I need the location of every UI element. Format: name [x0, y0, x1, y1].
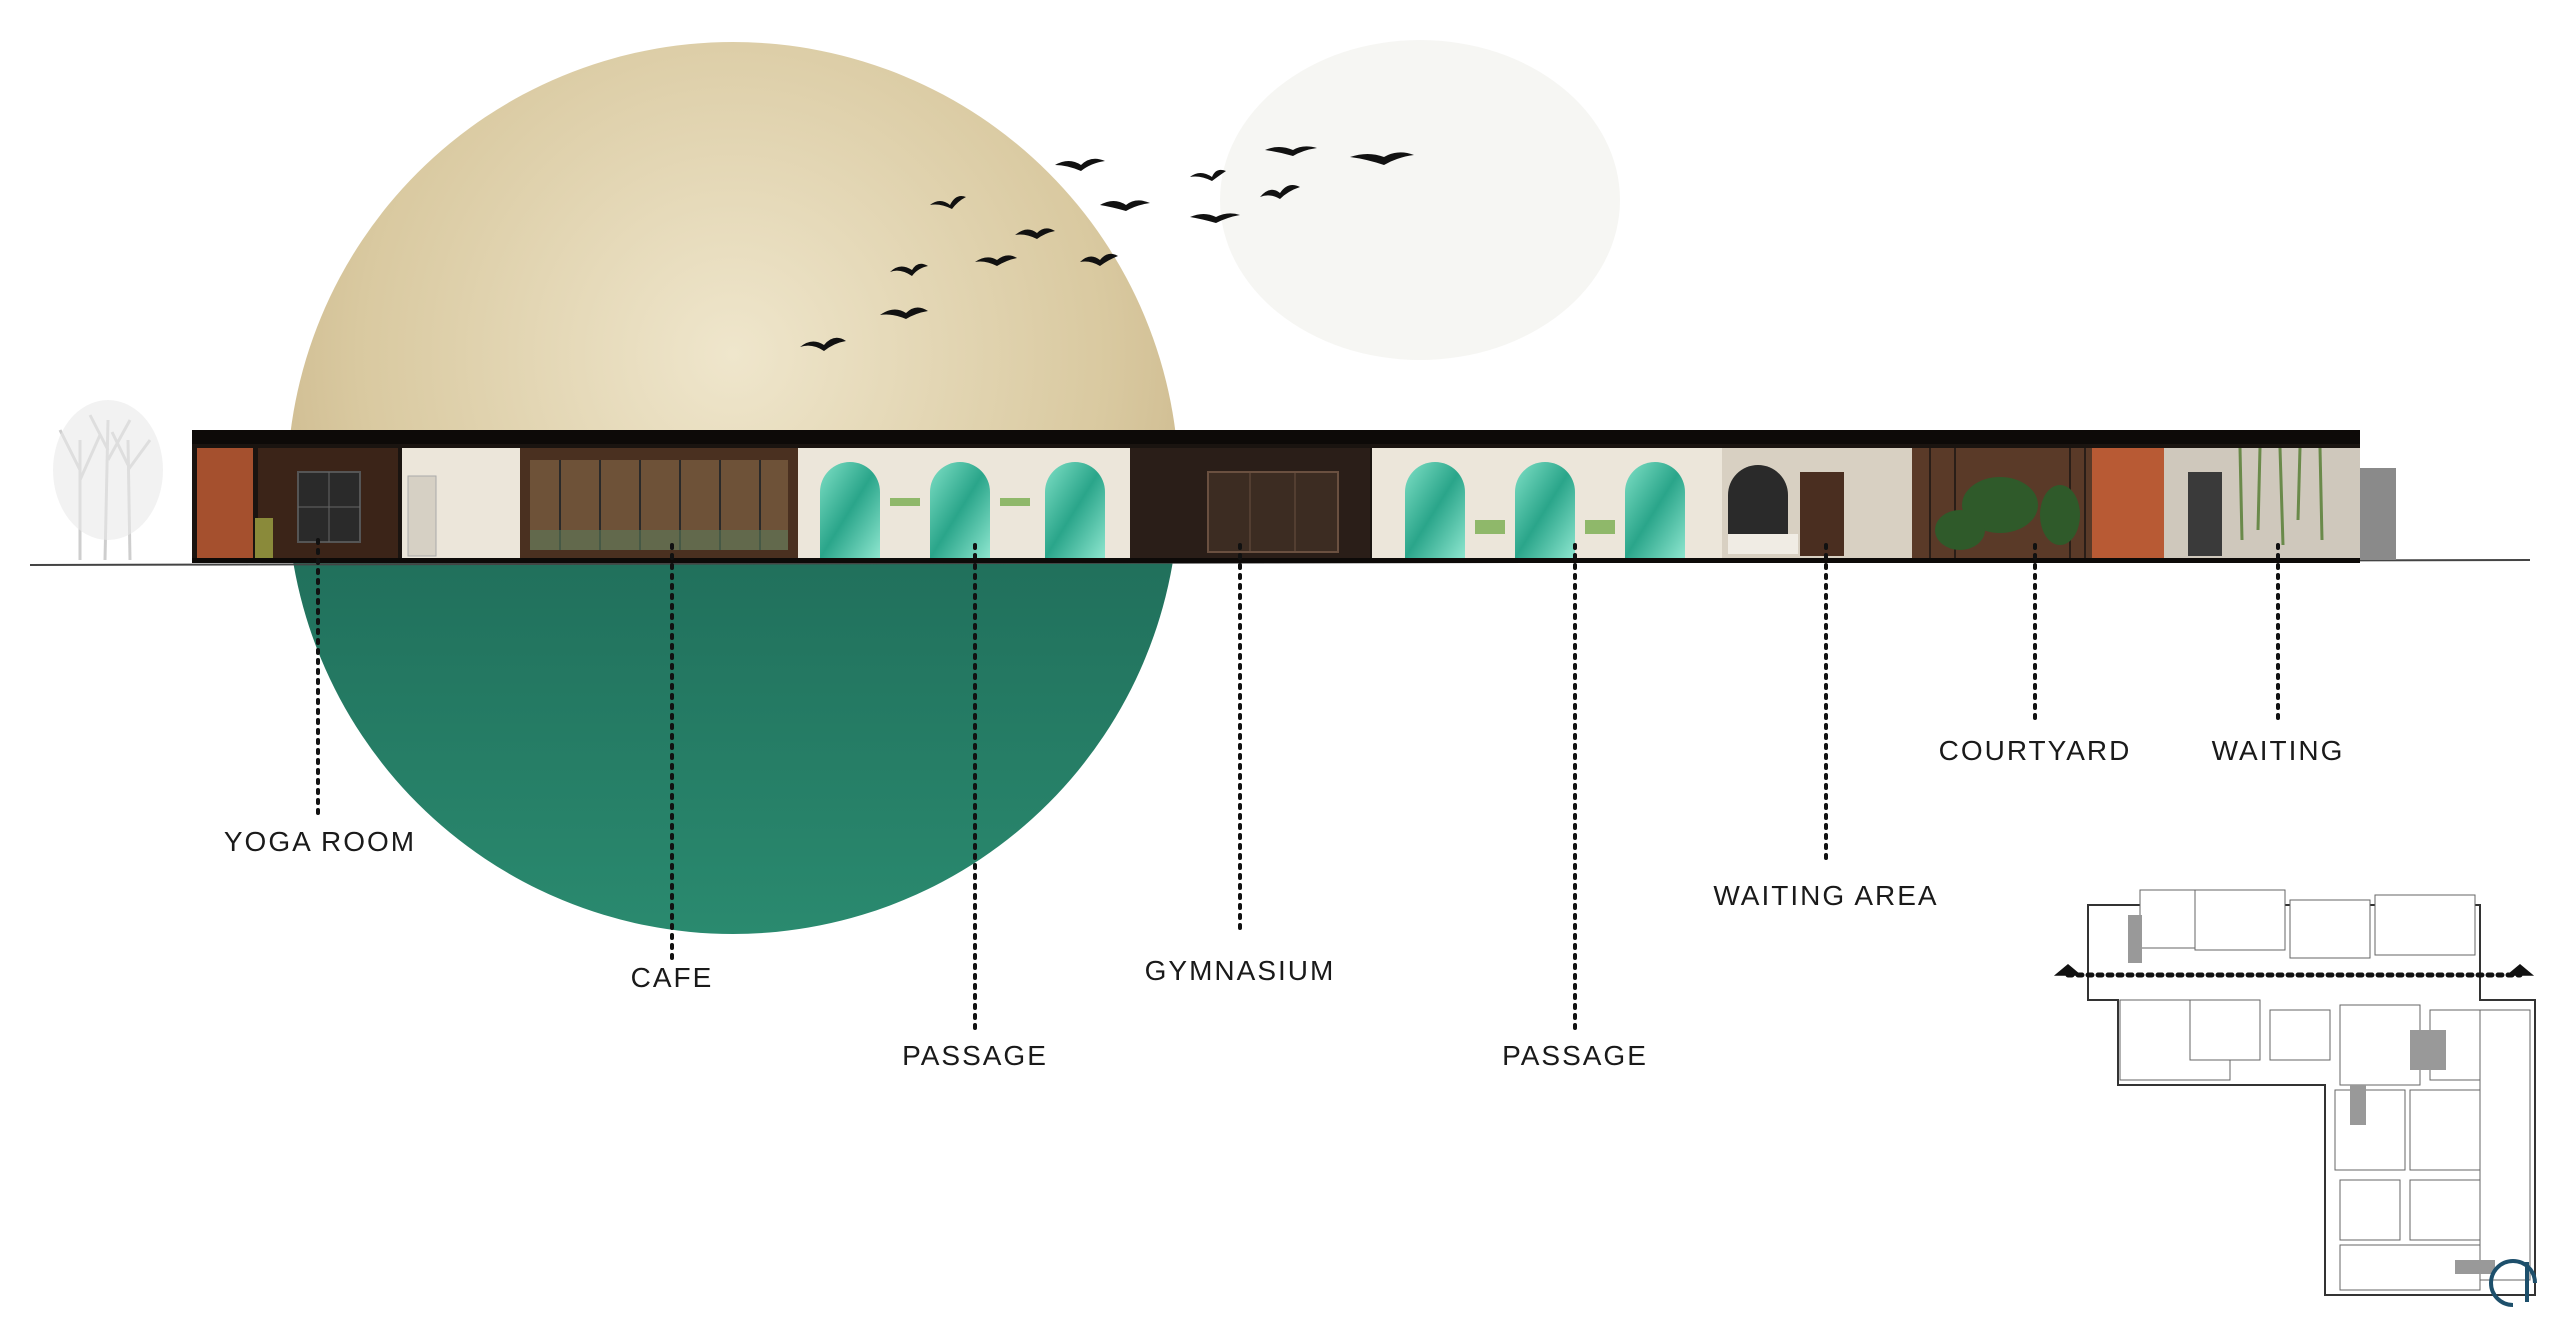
section-cut-arrow-icon [2053, 964, 2083, 976]
bird-icon [1190, 169, 1226, 181]
key-plan [2053, 889, 2536, 1296]
bird-icon [1080, 253, 1118, 266]
bird-icon [1100, 200, 1150, 211]
bird-icon [800, 337, 846, 351]
label-passage-1: PASSAGE [902, 1040, 1048, 1071]
bird-icon [1015, 228, 1055, 239]
tree-icon [53, 400, 163, 561]
north-arrow-icon [2489, 1259, 2537, 1307]
label-gymnasium: GYMNASIUM [1144, 955, 1336, 986]
label-waiting-area: WAITING AREA [1713, 880, 1939, 911]
label-yoga-room: YOGA ROOM [223, 826, 417, 857]
bird-icon [890, 263, 928, 276]
label-courtyard: COURTYARD [1938, 735, 2132, 766]
section-cut-arrow-icon [2505, 964, 2535, 976]
label-waiting: WAITING [2211, 735, 2345, 766]
bird-flock [800, 146, 1414, 351]
bird-icon [1055, 158, 1105, 171]
label-cafe: CAFE [630, 962, 714, 993]
bird-icon [1260, 185, 1300, 199]
label-passage-2: PASSAGE [1502, 1040, 1648, 1071]
green-disc [292, 560, 1174, 934]
bird-icon [1190, 213, 1240, 223]
bird-icon [930, 196, 966, 209]
leader-lines [316, 538, 2280, 1037]
cloud-haze [1220, 40, 1620, 360]
building-section [192, 430, 2396, 563]
bird-icon [1350, 152, 1414, 165]
bird-icon [880, 307, 928, 319]
bird-icon [975, 255, 1017, 266]
bird-icon [1265, 146, 1317, 156]
